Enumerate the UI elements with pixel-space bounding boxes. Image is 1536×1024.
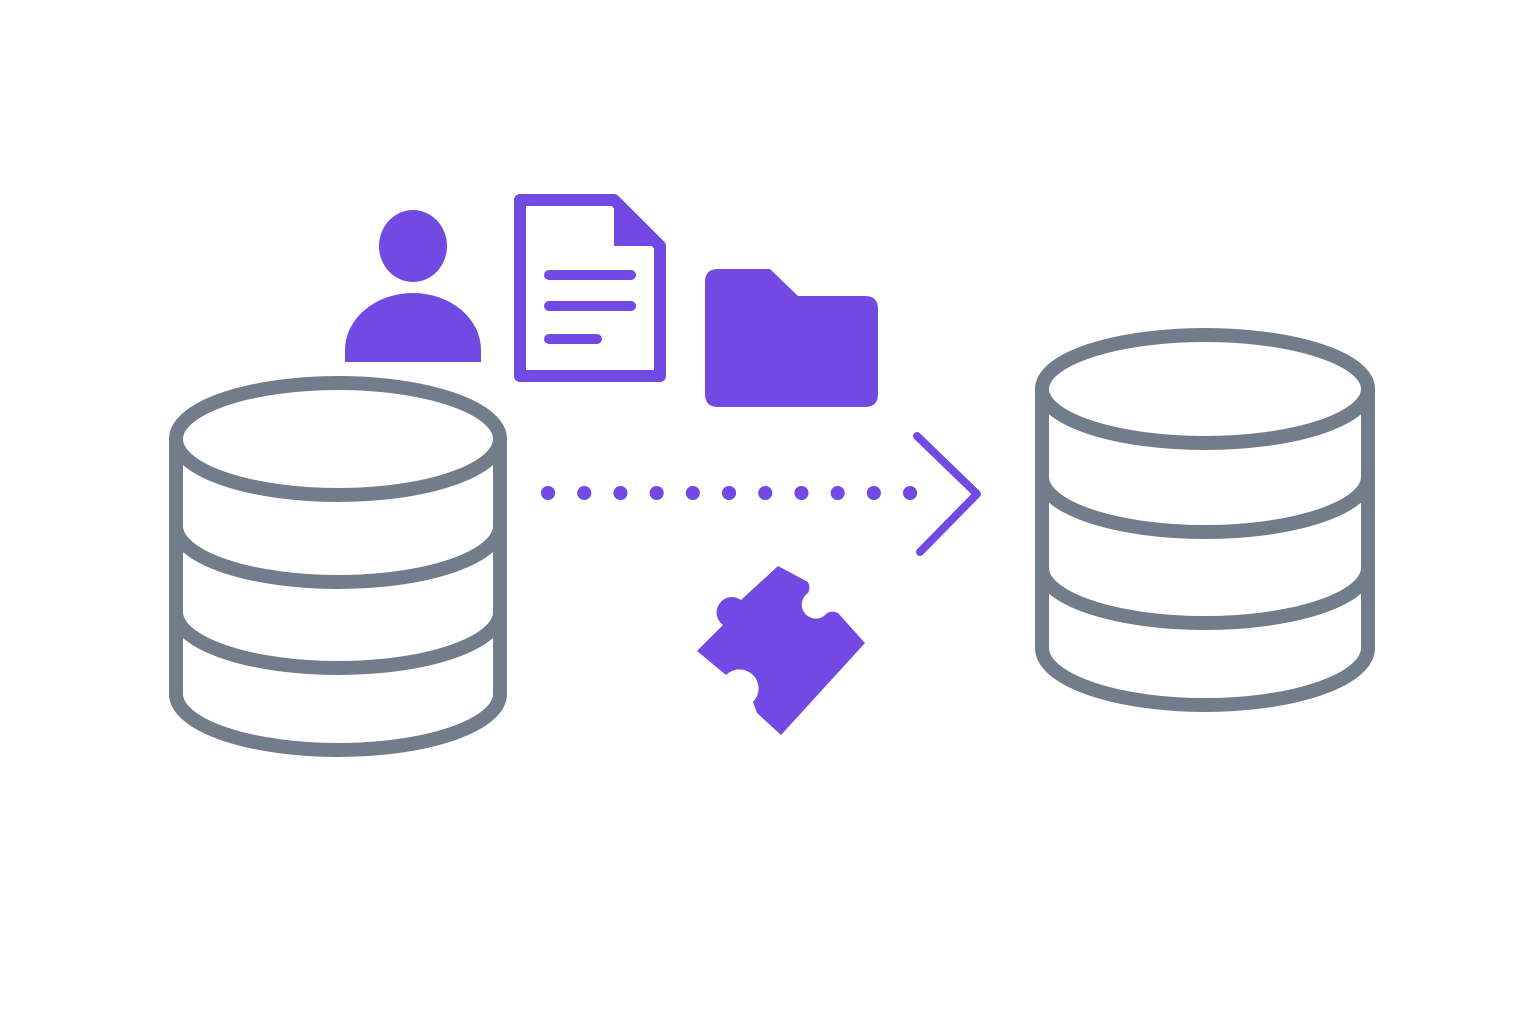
folder-icon — [705, 269, 878, 407]
puzzle-piece-icon — [697, 566, 865, 735]
target-database-icon — [1035, 328, 1375, 712]
document-icon — [514, 194, 666, 382]
source-database-icon — [169, 376, 507, 757]
user-icon — [345, 210, 481, 362]
migration-arrow — [541, 432, 981, 556]
arrow-head-icon — [913, 432, 981, 556]
